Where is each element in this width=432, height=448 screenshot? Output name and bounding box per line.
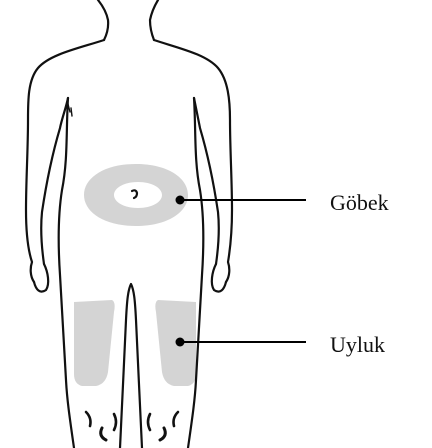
right-torso-line xyxy=(188,98,203,448)
left-hand-line xyxy=(34,264,48,292)
neck-left-line xyxy=(98,0,108,40)
right-thigh-injection-area xyxy=(74,300,115,386)
left-torso-line xyxy=(59,98,74,448)
right-outer-arm-line xyxy=(154,40,232,282)
right-knee-mark-2 xyxy=(160,428,165,440)
thigh-callout: Uyluk xyxy=(176,332,386,357)
left-rib-mark xyxy=(68,104,72,116)
left-knee-mark-1 xyxy=(86,412,91,426)
thigh-label: Uyluk xyxy=(330,332,385,357)
right-knee-mark-1 xyxy=(148,414,150,430)
inner-legs-line xyxy=(120,284,142,448)
neck-right-line xyxy=(150,0,158,40)
right-knee-mark-3 xyxy=(174,412,179,426)
left-knee-mark-3 xyxy=(114,414,116,430)
navel-mark xyxy=(132,190,137,198)
abdomen-label: Göbek xyxy=(330,190,389,215)
right-hand-line xyxy=(212,264,226,292)
abdomen-callout: Göbek xyxy=(176,190,389,215)
left-knee-mark-2 xyxy=(101,428,106,440)
